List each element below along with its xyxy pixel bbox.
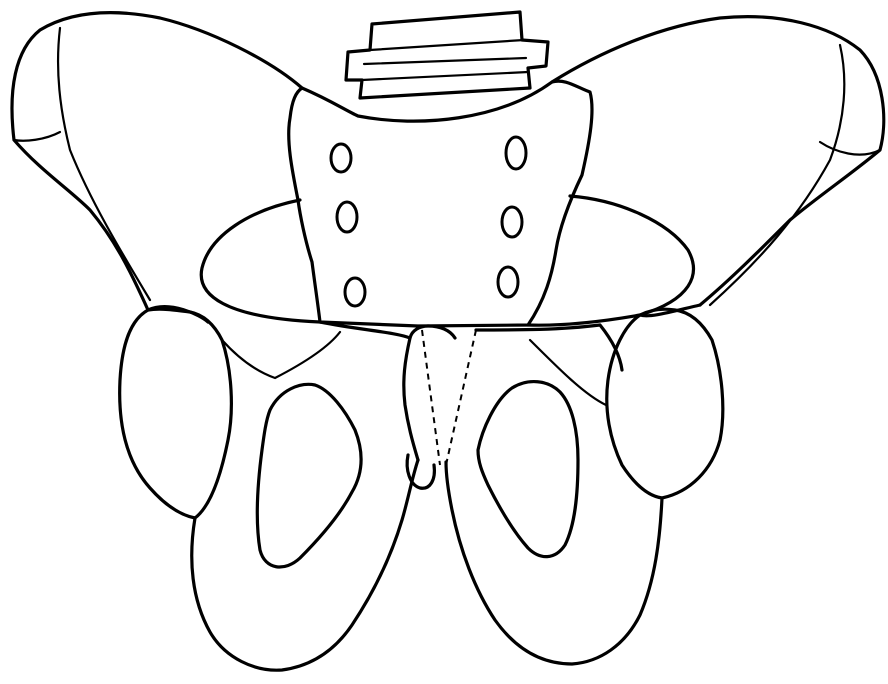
right-ilium: [552, 17, 884, 316]
left-ischium-pubis: [192, 322, 418, 670]
left-ilium: [12, 13, 302, 322]
sacrum: [289, 81, 592, 326]
sacral-foramen: [506, 137, 526, 169]
sacral-foramen: [337, 202, 357, 232]
right-acetabulum: [607, 309, 723, 498]
sacral-foramen: [498, 267, 518, 297]
pubic-symphysis: [407, 326, 455, 488]
sacral-foramen: [502, 207, 522, 237]
right-ischium-pubis: [446, 325, 662, 664]
sacral-foramen: [331, 144, 351, 172]
sacral-foramen: [345, 278, 365, 306]
left-obturator-foramen: [257, 384, 361, 567]
coccyx: [422, 330, 476, 465]
lumbar-vertebra: [346, 12, 548, 98]
left-acetabulum: [120, 309, 232, 518]
right-obturator-foramen: [478, 382, 578, 557]
pelvic-inlet: [201, 196, 693, 325]
